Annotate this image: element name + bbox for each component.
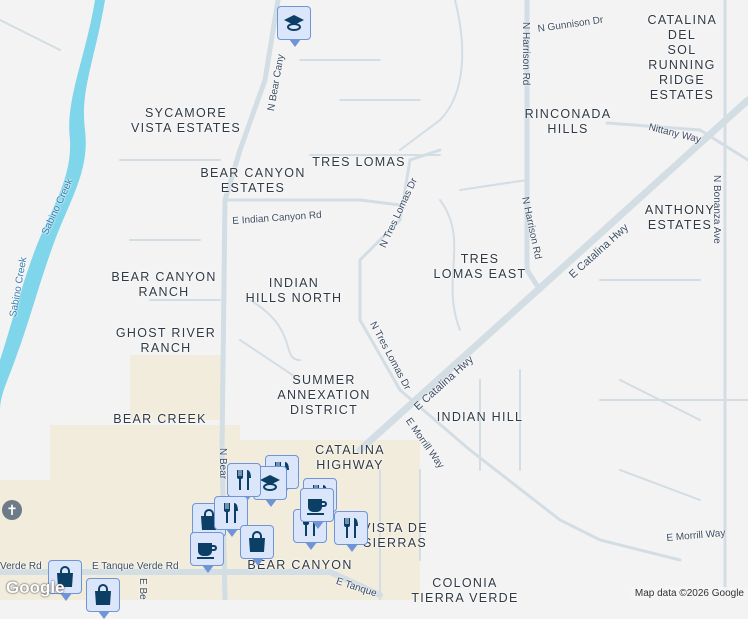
shopping-icon [95,584,111,605]
shopping-marker[interactable] [48,560,82,601]
cafe-icon [197,543,217,559]
shopping-icon [249,531,265,552]
area-label: VISTA DE SIERRAS [362,521,428,550]
area-label: TRES LOMAS [312,155,406,169]
school-icon [284,15,304,31]
shopping-marker[interactable] [240,525,274,566]
area-label: ANTHONY ESTATES [644,203,716,232]
tres-lomas-dr [358,148,682,562]
shopping-icon [57,566,73,587]
area-label: INDIAN HILLS NORTH [245,276,343,305]
school-icon [260,475,280,491]
area-label: COLONIA TIERRA VERDE [411,576,519,605]
area-label: TRES LOMAS EAST [433,252,527,281]
restaurant-icon [344,518,358,538]
shopping-icon [201,509,217,530]
area-label: RINCONADA HILLS [524,107,612,136]
tanque-verde-rd [0,569,383,598]
sabino-creek [0,0,105,410]
nittany-way [605,121,748,162]
local-roads [0,0,748,600]
map-canvas[interactable] [0,0,748,600]
road-label: N Bonanza Ave [711,175,722,244]
restaurant-marker[interactable] [214,496,248,537]
area-label: CATALINA HIGHWAY [315,443,385,472]
area-label: CATALINA DEL SOL RUNNING RIDGE ESTATES [647,13,718,102]
school-marker[interactable] [277,6,311,47]
shopping-marker[interactable] [86,578,120,619]
area-label: SYCAMORE VISTA ESTATES [131,106,241,135]
church-icon[interactable]: ✝ [2,500,22,520]
cafe-marker[interactable] [300,488,334,529]
indian-canyon-rd [223,198,402,207]
road-label: N Harrison Rd [520,22,531,86]
area-label: SUMMER ANNEXATION DISTRICT [277,373,371,417]
cafe-icon [307,499,327,515]
bear-canyon-rd [219,0,281,600]
google-logo: Google [6,578,65,597]
restaurant-icon [224,503,238,523]
area-label: BEAR CANYON ESTATES [200,166,306,195]
road-label: E Tanque Verde Rd [92,561,179,572]
area-label: BEAR CANYON RANCH [111,270,217,299]
cafe-marker[interactable] [190,532,224,573]
road-label: Verde Rd [0,561,42,572]
area-label: GHOST RIVER RANCH [115,326,217,355]
map-attribution[interactable]: Map data ©2026 Google [630,587,748,600]
harrison-rd [524,0,543,293]
road-label: E Be [137,578,148,600]
restaurant-marker[interactable] [227,463,261,504]
restaurant-icon [237,470,251,490]
catalina-hwy [356,96,748,454]
restaurant-marker[interactable] [334,511,368,552]
area-label: INDIAN HILL [436,410,524,424]
area-label: BEAR CREEK [113,412,207,426]
